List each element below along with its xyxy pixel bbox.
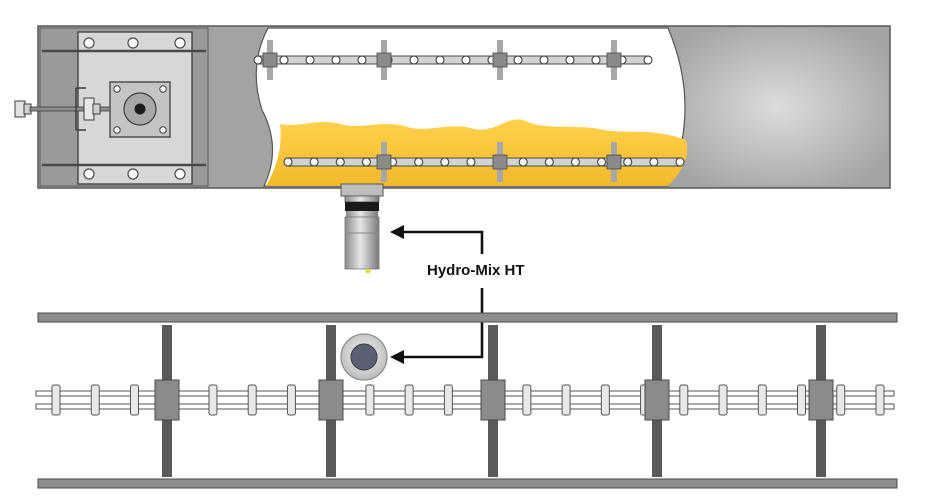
chain-pin [718, 384, 728, 416]
flight-bracket [376, 52, 392, 68]
arrow-icon [402, 230, 484, 359]
conveyor-plan-view [35, 312, 898, 489]
upper-chain-run [253, 40, 653, 80]
chain-pin [600, 384, 610, 416]
chain-pin [539, 55, 549, 65]
chain-pin [623, 157, 633, 167]
housing-end-panel [668, 28, 888, 186]
chain-pin [90, 384, 100, 416]
chain-pin [440, 157, 450, 167]
conveyor-side-view [14, 25, 891, 274]
chain-pin [357, 55, 367, 65]
flight-bracket [492, 52, 508, 68]
chain-attachment [808, 379, 834, 421]
chain-pin [309, 157, 319, 167]
chain-pin [875, 384, 885, 416]
chain-pin [435, 55, 445, 65]
chain-pin [679, 384, 689, 416]
chain-pin [404, 384, 414, 416]
chain-pin [757, 384, 767, 416]
chain-pin [518, 157, 528, 167]
chain-pin [414, 157, 424, 167]
flight-bracket [376, 154, 392, 170]
chain-pin [522, 384, 532, 416]
flight-bracket [606, 52, 622, 68]
chain-pin [365, 384, 375, 416]
chain-pin [305, 55, 315, 65]
chain-pin [675, 157, 685, 167]
motor-housing-icon [109, 81, 171, 138]
chain-attachment [154, 379, 180, 421]
chain-pin [596, 157, 607, 167]
chain-pin [513, 55, 523, 65]
tension-screw [14, 87, 111, 131]
chain-pin [591, 55, 601, 65]
bulk-material [266, 119, 688, 186]
chain-pin [335, 157, 345, 167]
chain-pin [797, 384, 807, 416]
bottom-rail [37, 478, 898, 489]
chain-pin [129, 384, 139, 416]
bolt-holes [83, 37, 186, 180]
flight-bracket [492, 154, 508, 170]
sensor-top-view-icon [340, 333, 388, 381]
chain-pin [208, 384, 218, 416]
top-rail [37, 312, 898, 323]
chain-pin [466, 157, 476, 167]
chain-pin [561, 384, 571, 416]
sensor-probe-icon [340, 183, 384, 274]
chain-pin [361, 157, 371, 167]
chain-pin [286, 384, 296, 416]
chain-pin [649, 157, 659, 167]
flight-bracket [606, 154, 622, 170]
chain-pin [51, 384, 61, 416]
chain-pin [544, 157, 554, 167]
chain-pin [331, 55, 341, 65]
chain-pin [279, 55, 289, 65]
chain-strip [257, 55, 649, 65]
sensor-label: Hydro-Mix HT [427, 262, 525, 279]
chain-pin [643, 55, 653, 65]
chain-pin [836, 384, 846, 416]
chain-attachment [644, 379, 670, 421]
chain-attachment [480, 379, 506, 421]
chain-pin [283, 157, 293, 167]
plan-chain [35, 379, 895, 421]
chain-plate-top [35, 390, 895, 397]
chain-pin [443, 384, 453, 416]
chain-pin [253, 55, 263, 65]
chain-pin [461, 55, 471, 65]
chain-pin [247, 384, 257, 416]
chain-pin [565, 55, 575, 65]
chain-attachment [318, 379, 344, 421]
chain-pin [409, 55, 419, 65]
flight-bracket [262, 52, 278, 68]
chain-plate-bottom [35, 403, 895, 410]
material-chain-run [283, 142, 685, 182]
chain-pin [570, 157, 581, 167]
